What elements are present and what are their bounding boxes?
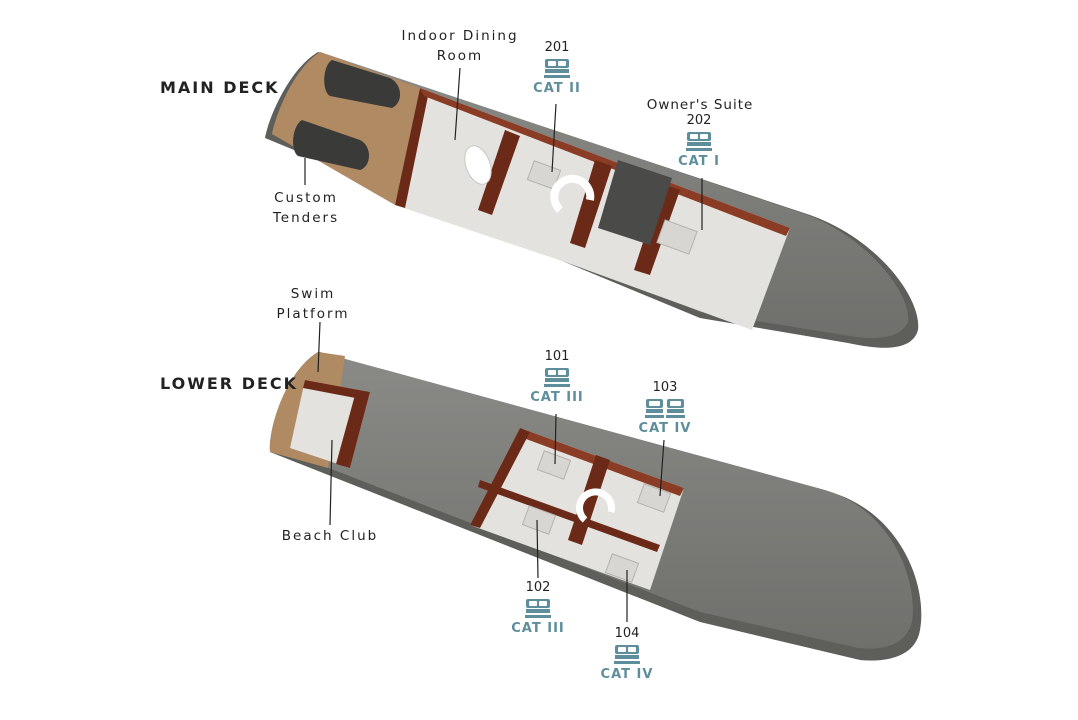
cabin-202-marker: 202 CAT I	[654, 113, 744, 169]
cabin-number: 201	[544, 40, 570, 55]
cabin-number: 202	[686, 113, 712, 128]
twin-bed-icon	[645, 399, 685, 418]
main-deck-wall-aft	[395, 88, 428, 208]
cabin-category: CAT I	[678, 154, 720, 169]
owners-suite-bed	[656, 219, 698, 255]
beach-club-wall	[303, 380, 370, 400]
cabin-101-marker: 101 CAT III	[512, 349, 602, 405]
bed-icon	[614, 645, 640, 664]
leader-swim	[317, 321, 321, 373]
cabin-103-bed	[636, 483, 672, 513]
cabin-201-marker: 201 CAT II	[512, 40, 602, 96]
main-deck-title: MAIN DECK	[160, 78, 280, 97]
owners-suite-label: Owner's Suite	[646, 97, 754, 113]
cabin-category: CAT III	[530, 390, 584, 405]
bed-icon	[544, 368, 570, 387]
cabin-category: CAT III	[511, 621, 565, 636]
beach-club-wall-2	[336, 392, 370, 468]
cabin-102-marker: 102 CAT III	[493, 580, 583, 636]
custom-tenders-label: Custom Tenders	[272, 190, 340, 226]
tender-1	[324, 60, 401, 108]
custom-tenders-drawing	[293, 60, 401, 170]
bed-icon	[525, 599, 551, 618]
cabin-category: CAT II	[533, 81, 581, 96]
main-deck-spiral-stair	[550, 174, 595, 213]
cabin-104-marker: 104 CAT IV	[582, 626, 672, 682]
main-deck-wall-side	[420, 88, 790, 236]
main-deck-wall-mid1	[478, 130, 520, 215]
bed-icon	[686, 132, 712, 151]
beach-club-label: Beach Club	[281, 528, 379, 544]
cabin-103-marker: 103 CAT IV	[620, 380, 710, 436]
leader-101	[554, 413, 557, 465]
bed-icon	[544, 59, 570, 78]
lower-deck-spiral-stair	[576, 488, 615, 523]
main-deck-stair-block	[598, 160, 672, 245]
cabin-101-bed	[536, 450, 572, 480]
lower-deck-drawing	[269, 321, 922, 661]
lower-deck-title: LOWER DECK	[160, 374, 299, 393]
dining-table	[464, 145, 492, 185]
tender-2	[293, 120, 369, 170]
cabin-number: 101	[544, 349, 570, 364]
leader-beach	[329, 439, 333, 526]
indoor-dining-room-label: Indoor Dining Room	[401, 28, 519, 64]
cabin-102-bed	[521, 505, 557, 535]
cabin-number: 102	[525, 580, 551, 595]
cabin-number: 104	[614, 626, 640, 641]
cabin-category: CAT IV	[600, 667, 654, 682]
main-deck-wall-mid3	[634, 184, 680, 275]
swim-platform-label: Swim Platform	[276, 286, 350, 322]
leader-dining	[454, 67, 461, 141]
cabin-category: CAT IV	[638, 421, 692, 436]
lower-deck-wall-aft	[470, 428, 530, 528]
lower-deck-wall-cross	[478, 480, 660, 552]
leader-102	[536, 519, 539, 579]
main-deck-wall-mid2	[570, 160, 612, 248]
cabin-number: 103	[652, 380, 678, 395]
cabin-104-bed	[604, 553, 640, 583]
leader-201	[551, 103, 557, 173]
leader-103	[659, 439, 665, 497]
main-deck-drawing	[265, 52, 919, 348]
